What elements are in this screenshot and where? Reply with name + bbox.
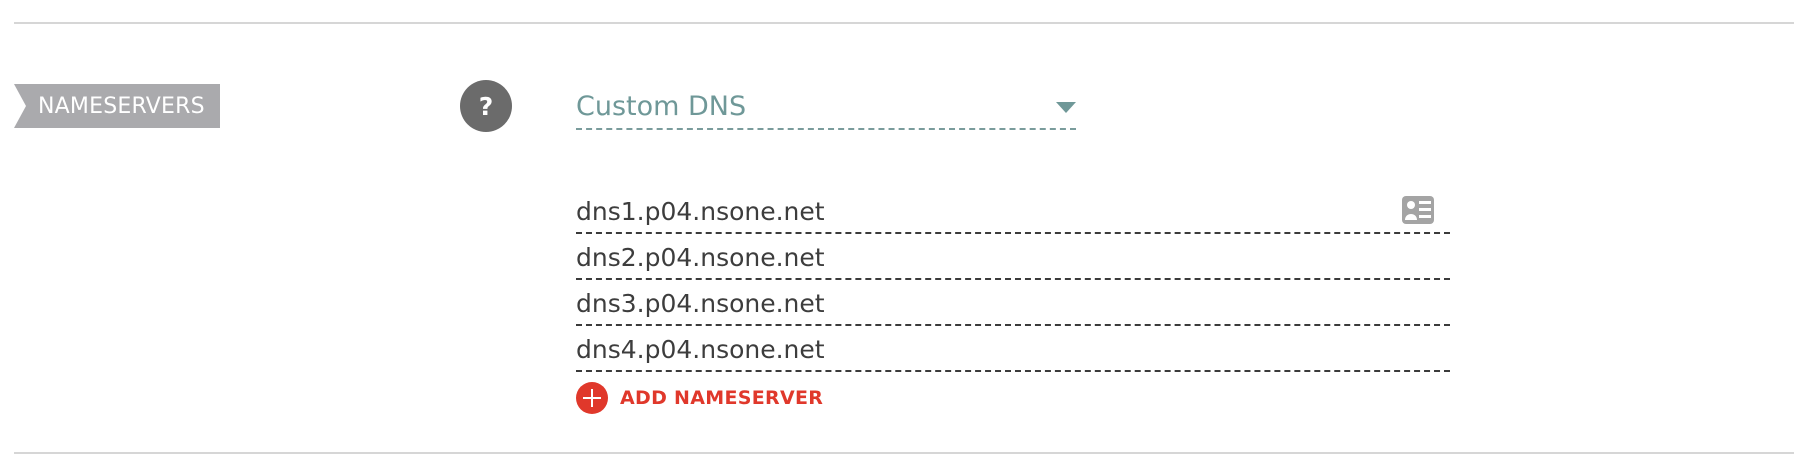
help-button[interactable]: ? bbox=[460, 80, 512, 132]
top-divider bbox=[14, 22, 1794, 24]
dns-type-selected-value: Custom DNS bbox=[576, 90, 747, 122]
nameserver-row bbox=[576, 188, 1450, 234]
dns-type-select[interactable]: Custom DNS bbox=[576, 84, 1076, 130]
bottom-divider bbox=[14, 452, 1794, 454]
nameserver-row bbox=[576, 326, 1450, 372]
add-nameserver-button[interactable]: ADD NAMESERVER bbox=[576, 382, 823, 414]
section-label: NAMESERVERS bbox=[14, 84, 220, 128]
contact-card-icon[interactable] bbox=[1402, 196, 1434, 224]
add-nameserver-label: ADD NAMESERVER bbox=[620, 387, 824, 409]
question-icon: ? bbox=[478, 91, 494, 121]
nameserver-input-2[interactable] bbox=[576, 242, 1356, 272]
nameserver-row bbox=[576, 280, 1450, 326]
nameserver-list bbox=[576, 188, 1450, 372]
plus-circle-icon bbox=[576, 382, 608, 414]
section-label-text: NAMESERVERS bbox=[38, 93, 205, 119]
nameserver-input-1[interactable] bbox=[576, 196, 1356, 226]
nameserver-row bbox=[576, 234, 1450, 280]
nameserver-input-3[interactable] bbox=[576, 288, 1356, 318]
nameserver-input-4[interactable] bbox=[576, 334, 1356, 364]
caret-down-icon bbox=[1056, 102, 1076, 113]
